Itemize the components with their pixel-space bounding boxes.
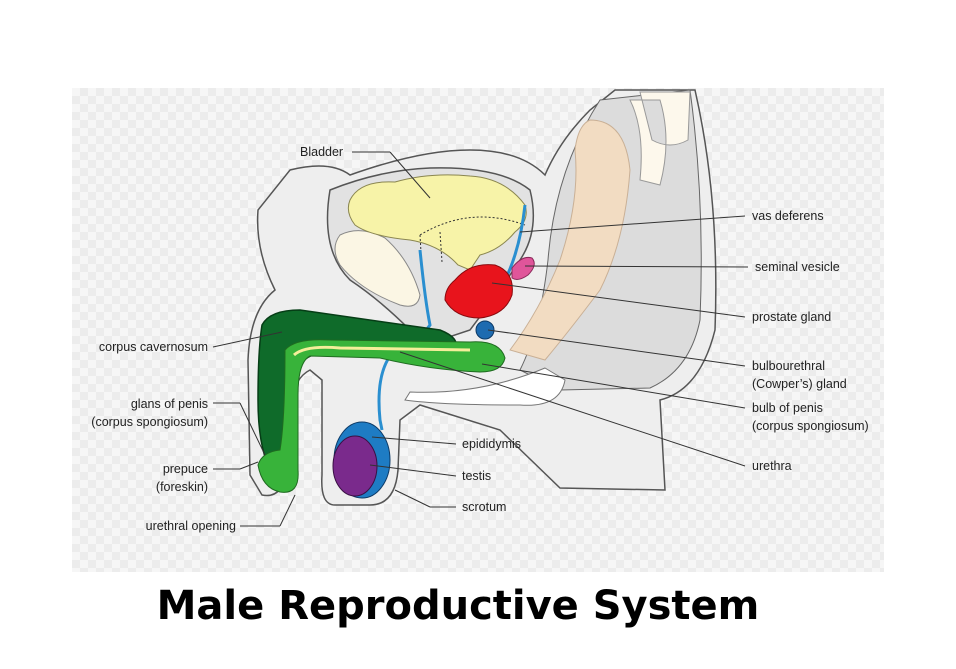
label-testis: testis: [462, 469, 491, 483]
label-corpus-cavernosum: corpus cavernosum: [99, 340, 208, 354]
label-scrotum: scrotum: [462, 500, 506, 514]
label-bulb-1: bulb of penis: [752, 401, 823, 415]
label-glans-1: glans of penis: [131, 397, 208, 411]
seminal-vesicle: [511, 257, 535, 280]
label-bulbourethral-2: (Cowper’s) gland: [752, 377, 847, 391]
label-prepuce-2: (foreskin): [156, 480, 208, 494]
corpus-spongiosum: [257, 339, 506, 493]
label-vas-deferens: vas deferens: [752, 209, 824, 223]
label-prostate-gland: prostate gland: [752, 310, 831, 324]
label-bulb-2: (corpus spongiosum): [752, 419, 869, 433]
rectum: [509, 119, 631, 361]
label-glans-2: (corpus spongiosum): [91, 415, 208, 429]
label-bulbourethral-1: bulbourethral: [752, 359, 825, 373]
testis: [332, 435, 378, 497]
label-epididymis: epididymis: [462, 437, 521, 451]
label-seminal-vesicle: seminal vesicle: [755, 260, 840, 274]
page-title: Male Reproductive System: [156, 583, 760, 629]
label-bladder: Bladder: [300, 145, 343, 159]
label-urethra: urethra: [752, 459, 792, 473]
bladder: [347, 174, 527, 271]
prostate-gland: [444, 264, 513, 319]
bulbourethral-gland: [475, 320, 495, 340]
label-prepuce-1: prepuce: [163, 462, 208, 476]
spine: [629, 91, 691, 186]
label-urethral-opening: urethral opening: [146, 519, 236, 533]
leader-lines: [212, 151, 749, 527]
urethra-line: [292, 345, 471, 357]
